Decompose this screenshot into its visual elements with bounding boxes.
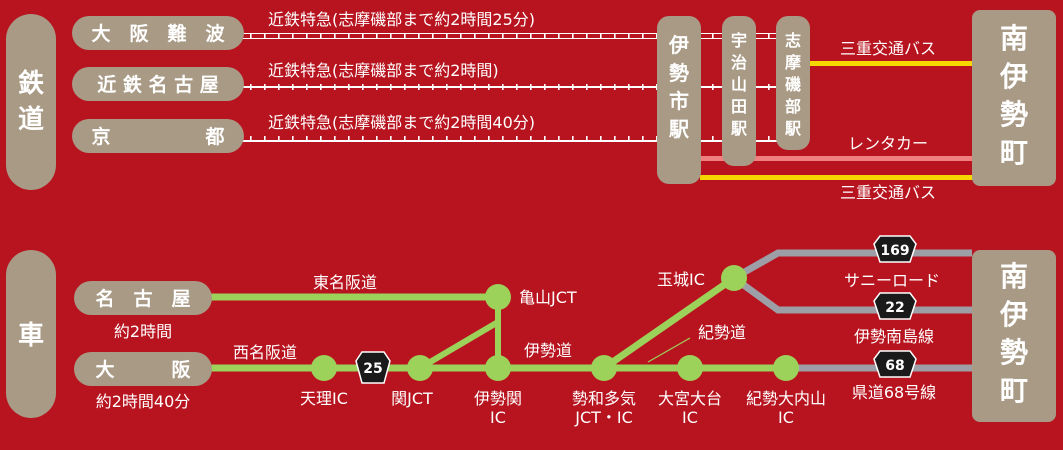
label-tamaki: 玉城IC — [657, 270, 705, 289]
rail-line-nagoya — [240, 84, 660, 90]
car-mode-box — [6, 250, 56, 418]
station-shimaisobe — [776, 16, 810, 150]
rail-mode-label-char2: 道 — [18, 104, 44, 135]
bus-line-1 — [806, 61, 974, 66]
label-seki-jct: 関JCT — [391, 389, 433, 408]
label-omiya-2: IC — [682, 408, 698, 427]
node-iseseki — [485, 355, 511, 381]
rail-origin-kyoto — [72, 119, 244, 153]
bus-label-1: 三重交通バス — [840, 39, 936, 58]
rail-line-osaka — [240, 33, 660, 39]
svg-text:伊: 伊 — [999, 60, 1028, 93]
car-origin-nagoya-time: 約2時間 — [114, 322, 172, 341]
svg-text:町: 町 — [1000, 374, 1028, 407]
node-kisei-ouchiyama — [773, 355, 799, 381]
label-iseseki-1: 伊勢関 — [474, 389, 522, 408]
label-kisei-ouchiyama-2: IC — [778, 408, 794, 427]
label-seiwa-2: JCT・IC — [574, 408, 633, 427]
rail-mode-box — [6, 14, 56, 190]
rail-destination-box — [972, 10, 1056, 186]
svg-text:駅: 駅 — [668, 117, 689, 141]
car-origin-osaka — [74, 352, 212, 386]
node-seki-jct — [407, 355, 433, 381]
svg-text:勢: 勢 — [1000, 336, 1028, 369]
road-ise-minamishima: 伊勢南島線 — [854, 327, 934, 346]
rail-origin-kyoto-label: 京 都 — [91, 125, 224, 148]
car-origin-osaka-label: 大 阪 — [95, 358, 191, 381]
road-kisei: 紀勢道 — [698, 323, 746, 342]
car-mode-label: 車 — [18, 321, 44, 351]
label-kisei-ouchiyama-1: 紀勢大内山 — [746, 389, 826, 408]
svg-text:22: 22 — [885, 300, 904, 316]
label-tenri: 天理IC — [300, 389, 348, 408]
rail-origin-osaka-label: 大 阪 難 波 — [91, 22, 225, 45]
rail-route-osaka: 近鉄特急(志摩磯部まで約2時間25分) — [268, 10, 535, 29]
svg-text:伊: 伊 — [668, 33, 689, 57]
svg-text:部: 部 — [785, 97, 801, 116]
car-destination-box — [972, 250, 1056, 422]
node-tenri — [311, 355, 337, 381]
node-seiwa — [591, 355, 617, 381]
road-ise: 伊勢道 — [524, 341, 572, 360]
svg-text:25: 25 — [363, 361, 382, 377]
station-iseshi — [657, 16, 701, 184]
kisei-leader — [647, 337, 691, 363]
svg-text:68: 68 — [885, 358, 904, 374]
bus-line-2 — [700, 175, 974, 180]
route-badge-22: 22 — [873, 292, 917, 320]
rail-mode-label-char1: 鉄 — [18, 68, 44, 99]
road-sunny: サニーロード — [844, 271, 940, 290]
svg-text:南: 南 — [1000, 260, 1028, 293]
svg-text:志: 志 — [785, 31, 801, 50]
route-badge-25: 25 — [355, 351, 391, 384]
station-ujiyamada — [722, 16, 756, 166]
rail-route-nagoya: 近鉄特急(志摩磯部まで約2時間) — [268, 61, 499, 80]
svg-text:町: 町 — [1000, 136, 1028, 169]
tamaki-link — [602, 275, 736, 371]
rail-line-kyoto — [240, 136, 660, 142]
label-kameyama: 亀山JCT — [519, 288, 577, 307]
car-origin-osaka-time: 約2時間40分 — [96, 392, 191, 411]
rail-origin-osaka — [72, 16, 244, 50]
node-kameyama — [485, 284, 511, 310]
label-omiya-1: 大宮大台 — [658, 389, 722, 408]
label-iseseki-2: IC — [490, 408, 506, 427]
svg-text:勢: 勢 — [1000, 98, 1028, 131]
rental-line — [700, 156, 974, 161]
route-badge-68: 68 — [873, 350, 917, 378]
svg-text:169: 169 — [880, 243, 909, 259]
svg-text:山: 山 — [731, 75, 747, 94]
bus-label-2: 三重交通バス — [840, 183, 936, 202]
kameyama-link-2 — [418, 319, 500, 371]
node-tamaki — [721, 265, 747, 291]
svg-text:治: 治 — [731, 53, 747, 72]
route-badge-169: 169 — [873, 235, 917, 263]
rail-origin-nagoya-label: 近 鉄 名 古 屋 — [97, 73, 218, 96]
svg-text:摩: 摩 — [785, 53, 801, 72]
node-omiya — [677, 355, 703, 381]
svg-text:勢: 勢 — [669, 61, 689, 85]
svg-text:市: 市 — [669, 89, 689, 113]
road-pref68: 県道68号線 — [852, 383, 936, 402]
svg-text:駅: 駅 — [730, 119, 748, 138]
rail-route-kyoto: 近鉄特急(志摩磯部まで約2時間40分) — [268, 113, 535, 132]
svg-text:宇: 宇 — [731, 31, 747, 50]
svg-text:伊: 伊 — [999, 298, 1028, 331]
label-seiwa-1: 勢和多気 — [572, 389, 636, 408]
svg-text:磯: 磯 — [785, 75, 801, 94]
svg-text:田: 田 — [731, 97, 747, 116]
svg-text:南: 南 — [1000, 22, 1028, 55]
road-tomei-hanshin: 東名阪道 — [313, 273, 377, 292]
car-origin-nagoya-label: 名 古 屋 — [95, 287, 190, 310]
car-origin-nagoya — [74, 281, 212, 315]
road-meihan: 西名阪道 — [233, 343, 297, 362]
svg-text:駅: 駅 — [784, 119, 802, 138]
rail-origin-nagoya — [72, 67, 244, 101]
rental-label: レンタカー — [848, 134, 928, 153]
